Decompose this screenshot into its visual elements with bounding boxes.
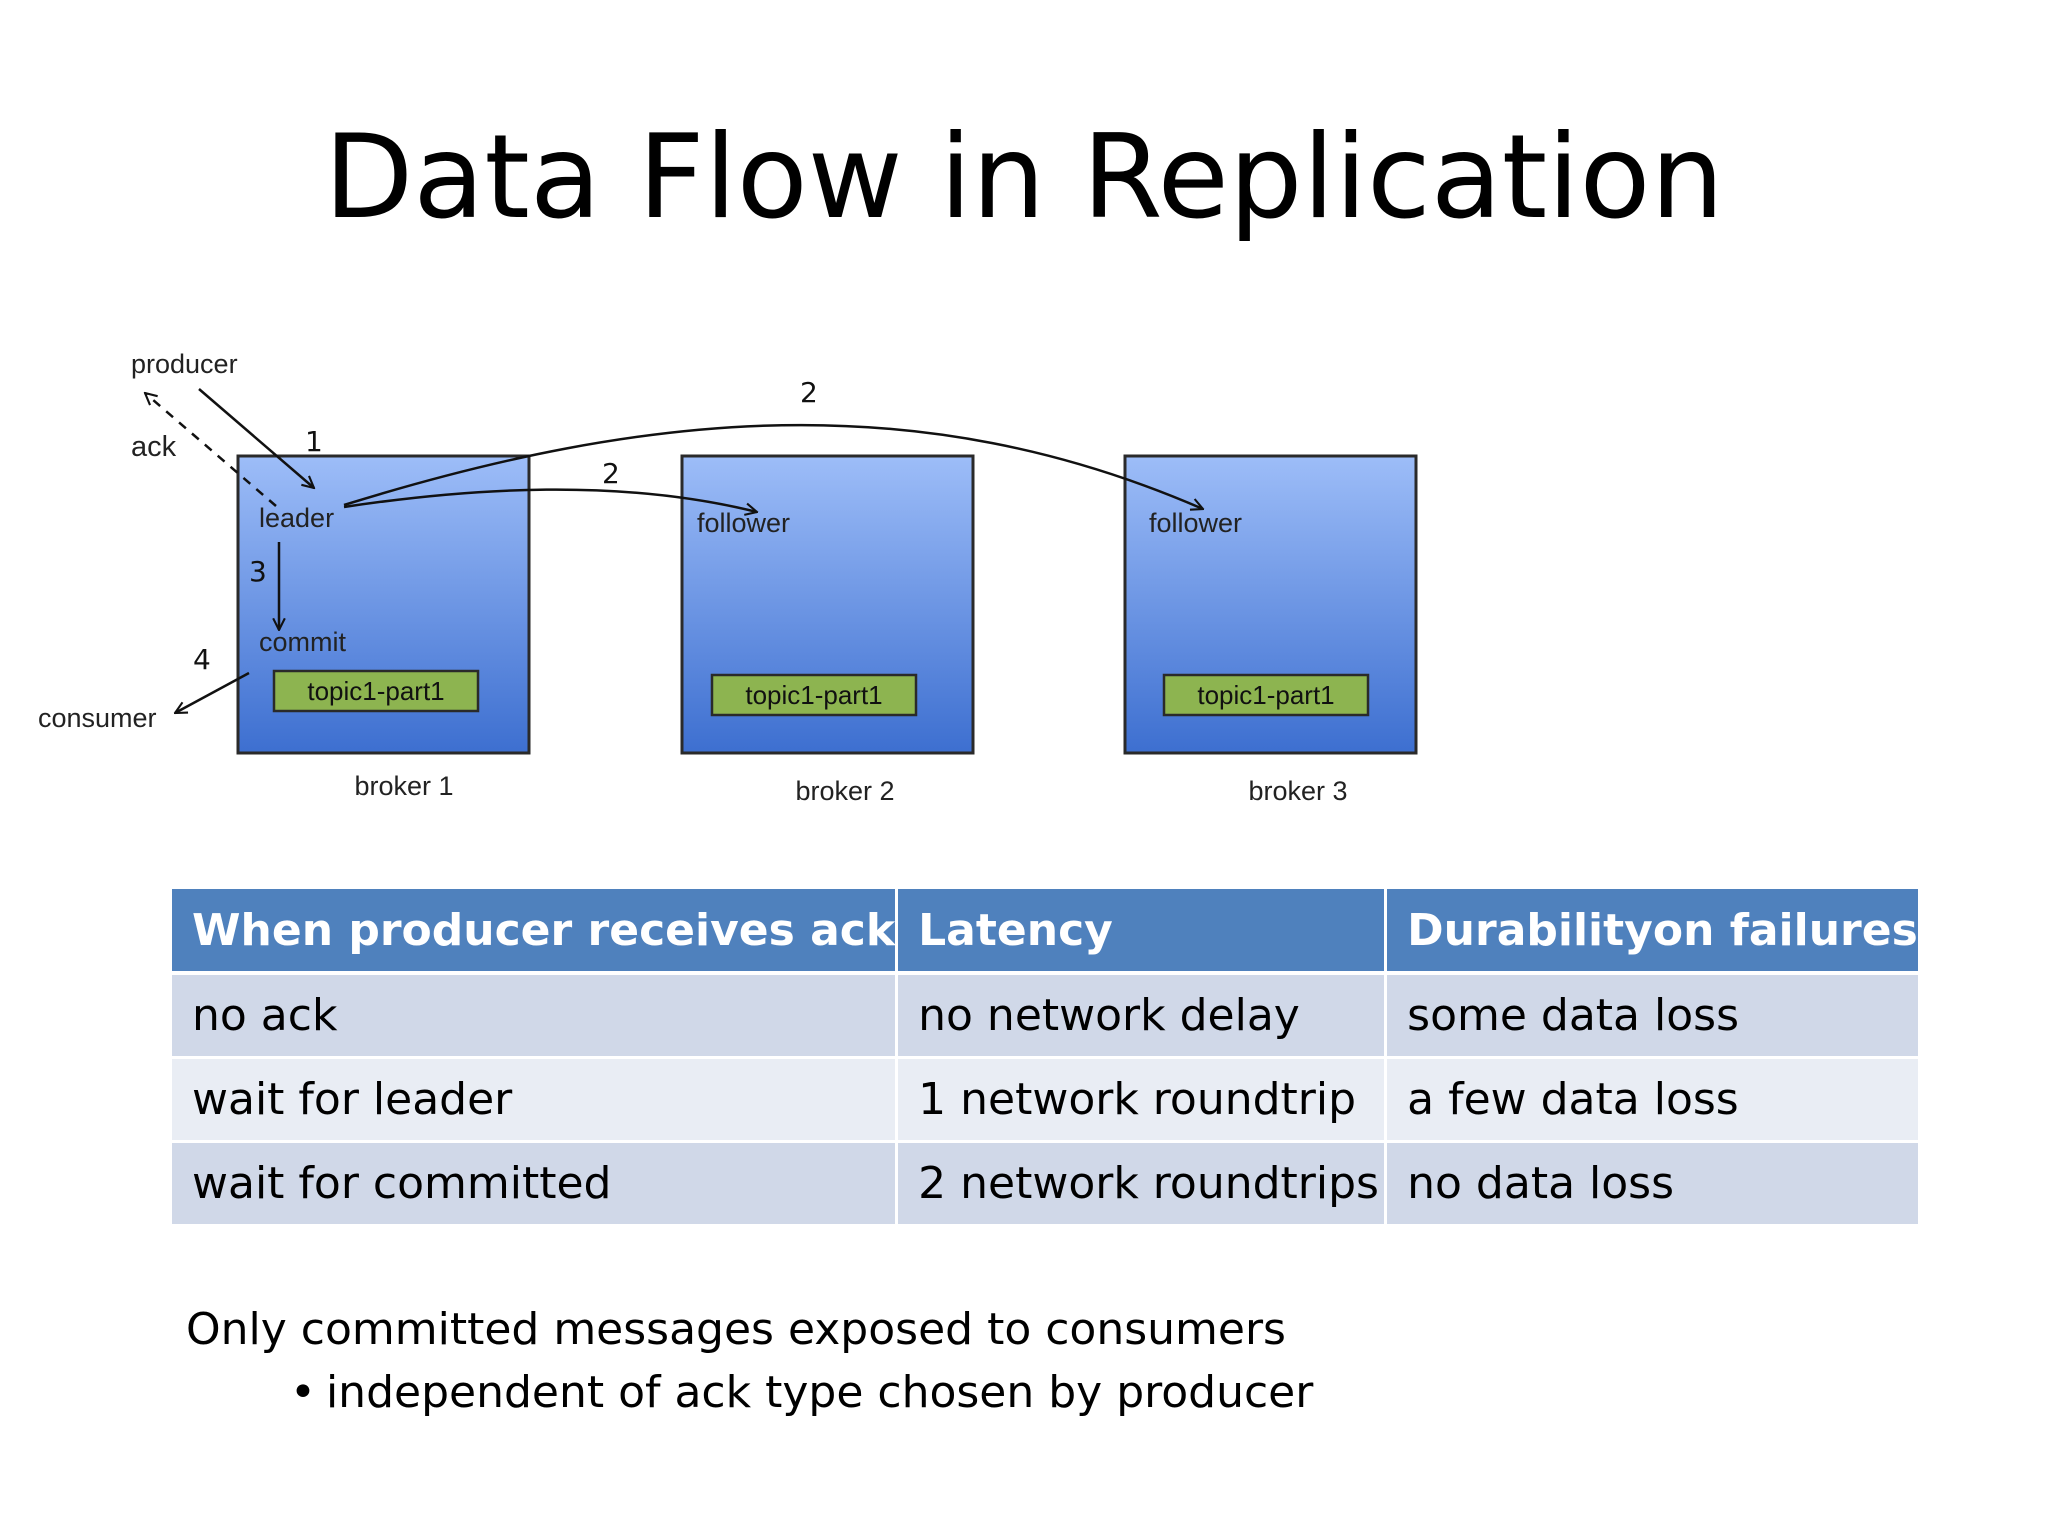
step-1-label: 1 bbox=[305, 425, 323, 458]
table-cell: wait for leader bbox=[172, 1057, 899, 1143]
table-cell: wait for committed bbox=[172, 1141, 899, 1227]
table-header-cell: Durabilityon failures bbox=[1385, 889, 1918, 975]
consumer-label: consumer bbox=[38, 703, 157, 733]
step-2b-label: 2 bbox=[800, 376, 818, 409]
table-cell: no ack bbox=[172, 973, 899, 1059]
bullet-note: •independent of ack type chosen by produ… bbox=[290, 1367, 1313, 1418]
partition-label-1: topic1-part1 bbox=[307, 676, 444, 706]
produce-arrow bbox=[198, 388, 314, 488]
slide-title: Data Flow in Replication bbox=[323, 110, 1725, 245]
broker-3-name: broker 3 bbox=[1248, 776, 1347, 806]
consume-arrow bbox=[175, 671, 250, 713]
partition-box-1 bbox=[272, 669, 480, 713]
replicate-arrow-broker-2 bbox=[343, 488, 757, 512]
broker-1-name: broker 1 bbox=[354, 771, 453, 801]
bullet-icon: • bbox=[290, 1367, 316, 1418]
partition-label-2: topic1-part1 bbox=[745, 680, 882, 710]
bullet-note-text: independent of ack type chosen by produc… bbox=[325, 1367, 1314, 1418]
producer-label: producer bbox=[131, 349, 238, 379]
step-4-label: 4 bbox=[193, 643, 211, 676]
table-cell: 2 network roundtrips bbox=[896, 1141, 1388, 1227]
table-cell: some data loss bbox=[1385, 973, 1918, 1059]
follower-label-3: follower bbox=[1149, 508, 1242, 538]
broker-2-name: broker 2 bbox=[795, 776, 894, 806]
table-row: no ack no network delay some data loss bbox=[172, 973, 1918, 1059]
ack-mode-table: When producer receives ack Latency Durab… bbox=[172, 889, 1918, 1227]
partition-box-3 bbox=[1162, 673, 1370, 717]
partition-label-3: topic1-part1 bbox=[1197, 680, 1334, 710]
follower-label-2: follower bbox=[697, 508, 790, 538]
ack-arrow bbox=[145, 393, 277, 507]
table-header-row: When producer receives ack Latency Durab… bbox=[172, 889, 1918, 975]
main-note: Only committed messages exposed to consu… bbox=[186, 1304, 1286, 1355]
table-cell: no network delay bbox=[896, 973, 1388, 1059]
table-cell: a few data loss bbox=[1385, 1057, 1918, 1143]
ack-label: ack bbox=[131, 431, 177, 463]
table-header-cell: When producer receives ack bbox=[172, 889, 899, 975]
table-header-cell: Latency bbox=[896, 889, 1388, 975]
step-2a-label: 2 bbox=[602, 457, 620, 490]
table-cell: 1 network roundtrip bbox=[896, 1057, 1388, 1143]
commit-label: commit bbox=[259, 627, 346, 657]
leader-label: leader bbox=[259, 503, 334, 533]
step-3-label: 3 bbox=[249, 555, 267, 588]
replication-diagram: topic1-part1 topic1-part1 topic1-part1 l… bbox=[38, 349, 1418, 806]
table-cell: no data loss bbox=[1385, 1141, 1918, 1227]
partition-box-2 bbox=[710, 673, 918, 717]
table-row: wait for leader 1 network roundtrip a fe… bbox=[172, 1057, 1918, 1143]
replicate-arrow-broker-3 bbox=[343, 423, 1203, 509]
table-row: wait for committed 2 network roundtrips … bbox=[172, 1141, 1918, 1227]
